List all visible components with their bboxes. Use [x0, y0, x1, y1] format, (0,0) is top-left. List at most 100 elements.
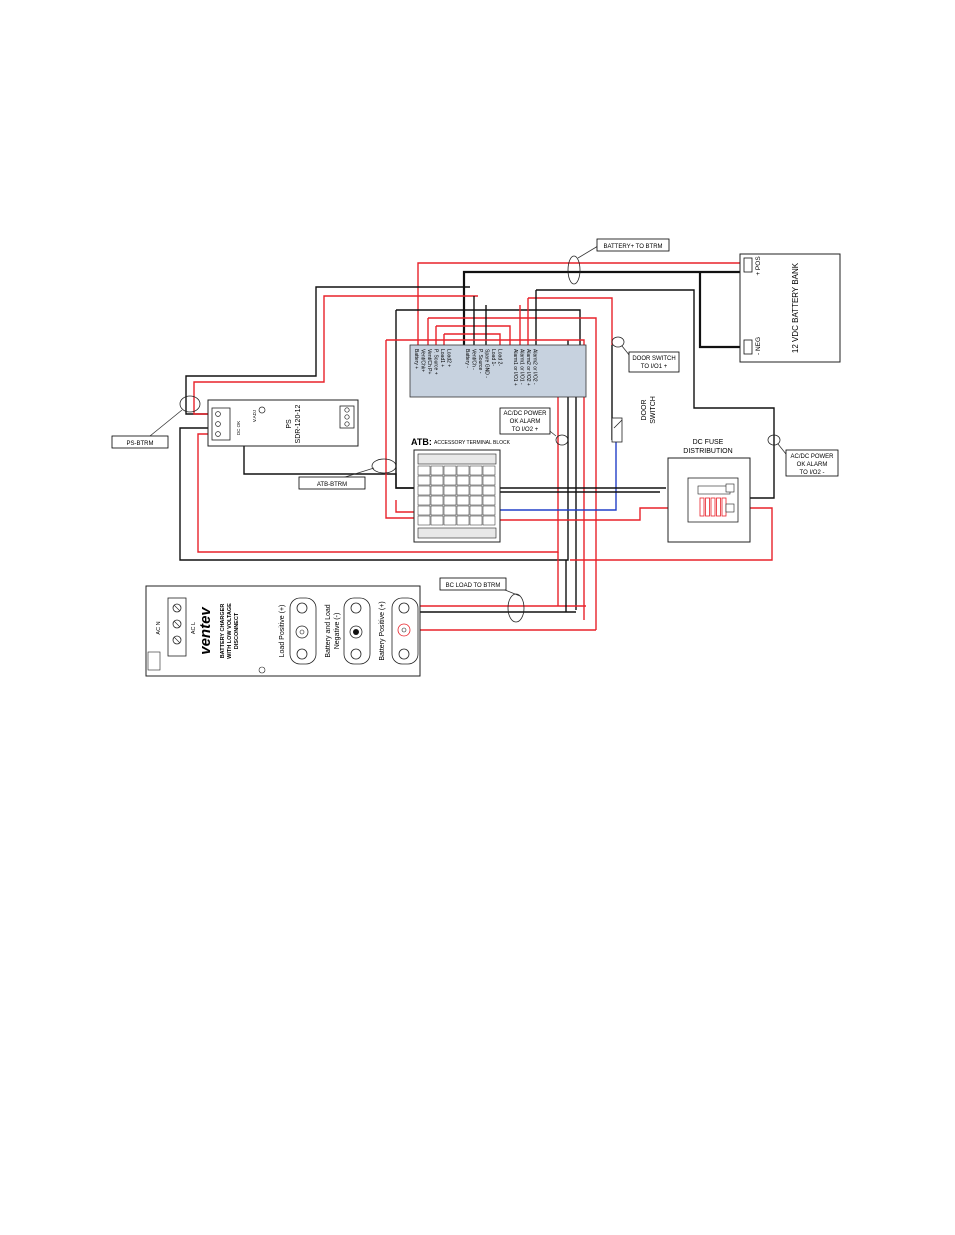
fuse-slots	[699, 497, 727, 517]
callout-labels: BATTERY+ TO BTRM DOOR SWITCH TO I/O1 + A…	[111, 238, 839, 591]
btrm-label-left-5: Load2 +	[446, 349, 452, 367]
btrm-label-right-0: Alarm1 or I/O1 +	[512, 349, 518, 386]
atb-cell	[482, 475, 496, 486]
ps-vadj: V.ADJ	[252, 410, 257, 422]
atb-prefix: ATB:	[411, 437, 432, 447]
charger-brand: ventev	[197, 606, 214, 655]
btrm-label-middle-3: Spare GND -	[484, 349, 490, 378]
atb-cell	[469, 485, 483, 496]
wire-btrm-v2	[385, 340, 420, 519]
atb-cell	[443, 515, 457, 526]
wire-alarm-black	[536, 289, 775, 499]
atb-cell	[469, 505, 483, 516]
btrm-label-right-2: Alarm2 or I/O2 +	[525, 349, 531, 386]
atb-cell	[430, 515, 444, 526]
ps-dc-ok: DC OK	[236, 421, 241, 435]
atb-cell	[482, 465, 496, 476]
atb-cell	[456, 465, 470, 476]
atb-cell	[417, 515, 431, 526]
charger-desc1: BATTERY CHARGER	[220, 604, 226, 659]
callout-door-switch-l2: TO I/O1 +	[641, 364, 668, 370]
btrm-label-right-1: Alarm1 or I/O1 -	[519, 349, 525, 385]
atb-cell	[456, 515, 470, 526]
battery-charger: AC N AC L ventev BATTERY CHARGER WITH LO…	[145, 585, 421, 677]
wire-bus-4	[444, 333, 501, 345]
ps-name: PS	[286, 419, 293, 429]
charger-ac-n: AC N	[156, 621, 162, 634]
wire-atb-bottom-red	[395, 500, 420, 513]
atb-cell	[456, 495, 470, 506]
callout-acdc-io2p-l3: TO I/O2 +	[512, 427, 539, 433]
atb-cell	[469, 465, 483, 476]
charger-desc3: DISCONNECT	[234, 612, 240, 649]
power-supply: PS SDR-120-12 DC OK V.ADJ	[207, 399, 359, 447]
btrm-panel: Battery +Vent/Chk+Vent/Ch P+P. Source +L…	[409, 344, 587, 398]
wire-battery-positive	[417, 262, 748, 355]
dc-fuse-distribution: DC FUSE DISTRIBUTION	[667, 439, 751, 543]
battery-bank-title: 12 VDC BATTERY BANK	[791, 262, 800, 353]
atb-cell	[482, 485, 496, 496]
battery-bank: 12 VDC BATTERY BANK + POS - NEG	[739, 253, 841, 363]
wire-bus-2	[428, 317, 597, 630]
dc-fuse-l2: DISTRIBUTION	[683, 448, 732, 455]
ps-model: SDR-120-12	[295, 404, 302, 443]
btrm-label-left-1: Vent/Chk+	[420, 349, 426, 372]
atb-cell	[443, 495, 457, 506]
callout-acdc-io2p-l1: AC/DC POWER	[503, 411, 547, 417]
atb-terminals	[417, 465, 496, 526]
wire-battery-neg-drop	[698, 272, 748, 349]
callout-acdc-io2m-l1: AC/DC POWER	[790, 454, 834, 460]
wire-ps-black-lower	[179, 340, 569, 561]
btrm-label-left-2: Vent/Ch P+	[426, 349, 432, 375]
btrm-label-middle-1: Vent/Ch -	[471, 349, 477, 370]
wire-battery-negative	[462, 270, 748, 355]
wire-bus-3	[436, 325, 511, 345]
wire-btrm-v1	[395, 310, 420, 489]
wire-fuse-out	[570, 507, 773, 561]
atb-cell	[417, 465, 431, 476]
fuse-slot	[699, 497, 705, 517]
callout-acdc-io2m-l3: TO I/O2 -	[800, 470, 825, 476]
btrm-label-middle-4: Load 1-	[490, 349, 496, 366]
btrm-label-right-3: Alarm2 or I/O2 -	[532, 349, 538, 385]
charger-bl-neg-2: Negative (-)	[334, 613, 341, 650]
atb-cell	[469, 475, 483, 486]
callout-atb-btrm: ATB-BTRM	[317, 482, 347, 488]
door-switch-l1: DOOR	[641, 400, 648, 421]
atb-cell	[443, 505, 457, 516]
atb-cell	[482, 495, 496, 506]
atb-cell	[482, 515, 496, 526]
battery-pos-label: + POS	[755, 256, 762, 276]
callout-acdc-io2p-l2: OK ALARM	[510, 419, 541, 425]
atb-cell	[417, 475, 431, 486]
btrm-right-labels: Alarm1 or I/O1 +Alarm1 or I/O1 -Alarm2 o…	[512, 349, 538, 386]
atb-cell	[430, 485, 444, 496]
btrm-left-labels: Battery +Vent/Chk+Vent/Ch P+P. Source +L…	[413, 349, 452, 375]
charger-ac-l: AC L	[191, 622, 197, 634]
wire-ps-black-top	[185, 286, 470, 415]
charger-load-positive: Load Positive (+)	[279, 605, 286, 658]
btrm-label-middle-0: Battery -	[464, 349, 470, 368]
fuse-slot	[705, 497, 710, 517]
atb-cell	[443, 465, 457, 476]
atb-cell	[430, 475, 444, 486]
atb-cell	[469, 495, 483, 506]
wire-right-red	[386, 339, 585, 620]
atb-cell	[417, 495, 431, 506]
fuse-slot	[716, 497, 721, 517]
btrm-label-left-4: Load1 +	[439, 349, 445, 367]
fuse-slot	[710, 497, 716, 517]
atb-cell	[430, 495, 444, 506]
atb-cell	[430, 465, 444, 476]
wire-alarm-red	[528, 297, 613, 345]
callout-acdc-io2m-l2: OK ALARM	[797, 462, 828, 468]
wire-atb-fuse-3	[496, 507, 694, 521]
btrm-middle-labels: Battery -Vent/Ch -P. Source -Spare GND -…	[464, 349, 503, 378]
wire-ps-red-lower	[197, 345, 559, 553]
atb-cell	[417, 485, 431, 496]
atb-cell	[417, 505, 431, 516]
btrm-label-middle-5: Load 2-	[497, 349, 503, 366]
wires	[179, 262, 775, 631]
callout-ps-btrm: PS-BTRM	[127, 441, 154, 447]
